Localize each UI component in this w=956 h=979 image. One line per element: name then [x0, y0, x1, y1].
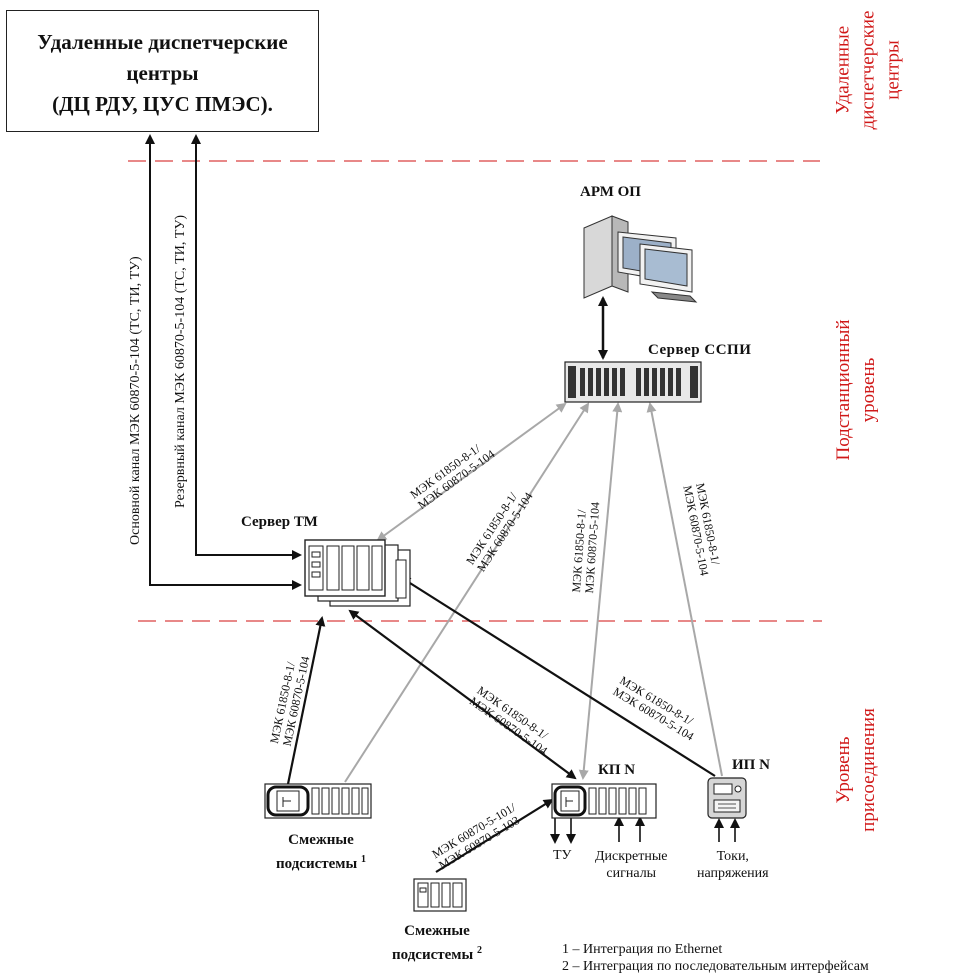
ip-label: ИП N [732, 757, 770, 773]
level-text: диспетчерские [857, 10, 879, 130]
ip-tm-link [400, 576, 716, 777]
legend-item: 2 – Интеграция по последовательным интер… [562, 959, 869, 974]
level-text: Уровень [833, 736, 854, 804]
level-label-remote: Удаленные диспетчерские центры [831, 11, 906, 130]
adj-label-line: подсистемы 2 [392, 941, 482, 965]
workstation-icon [583, 215, 698, 303]
legend-item: 1 – Интеграция по Ethernet [562, 942, 723, 957]
kp-label: КП N [598, 762, 636, 778]
adj-subsystems-1-label: Смежные подсистемы 1 [276, 830, 366, 874]
remote-centers-title-line: центры [126, 61, 199, 85]
level-text: присоединения [858, 708, 879, 832]
io-label-line: сигналы [606, 866, 657, 881]
tm-server-icon [304, 539, 411, 607]
adj2-kp-link [435, 798, 554, 873]
tm-server-label: Сервер ТМ [241, 514, 318, 530]
legend: 1 – Интеграция по Ethernet 2 – Интеграци… [562, 941, 869, 975]
adj1-tm-link [286, 616, 326, 785]
adj-label-line: Смежные [404, 923, 470, 939]
footnote-mark: 2 [476, 945, 482, 956]
currents-voltages-label: Токи, напряжения [697, 848, 769, 882]
reserve-channel-link [191, 134, 302, 560]
sspi-server-label: Сервер ССПИ [648, 342, 752, 358]
adj-label-line: Смежные [288, 832, 354, 848]
level-text: центры [882, 40, 904, 100]
arm-label: АРМ ОП [580, 184, 641, 200]
ip-sspi-link [646, 402, 723, 777]
adj-label-text: подсистемы [276, 856, 358, 872]
level-label-bay: Уровень присоединения [831, 708, 881, 832]
kp-sspi-link [578, 402, 623, 780]
remote-centers-box: Удаленные диспетчерские центры (ДЦ РДУ, … [6, 10, 319, 132]
footnote-mark: 1 [360, 854, 366, 865]
level-text: Подстанционный [833, 319, 854, 461]
adj-subsystems-2-label: Смежные подсистемы 2 [392, 921, 482, 965]
level-text: уровень [858, 357, 879, 423]
level-text: Удаленные [832, 25, 854, 115]
kp-tm-link [348, 609, 577, 780]
tu-label: ТУ [553, 848, 572, 863]
ip-n-icon [707, 777, 747, 819]
remote-centers-title-line: Удаленные диспетчерские [37, 30, 288, 54]
reserve-channel-label: Резервный канал МЭК 60870-5-104 (ТС, ТИ,… [173, 214, 188, 508]
main-channel-link [145, 134, 302, 590]
level-label-substation: Подстанционный уровень [831, 319, 881, 460]
sspi-server-icon [564, 361, 702, 403]
main-channel-label: Основной канал МЭК 60870-5-104 (ТС, ТИ, … [128, 256, 143, 545]
remote-centers-title-line: (ДЦ РДУ, ЦУС ПМЭС). [52, 92, 273, 116]
adj-label-line: подсистемы 1 [276, 850, 366, 874]
io-label-line: Токи, [716, 849, 749, 864]
kp-n-icon [551, 783, 657, 819]
adj-subsystem-2-icon [413, 878, 467, 912]
adj-label-text: подсистемы [392, 947, 474, 963]
discrete-signals-label: Дискретные сигналы [595, 848, 668, 882]
io-label-line: напряжения [697, 866, 769, 881]
tm-sspi-link [376, 402, 567, 542]
io-label-line: Дискретные [595, 849, 668, 864]
adj-subsystem-1-icon [264, 783, 372, 819]
